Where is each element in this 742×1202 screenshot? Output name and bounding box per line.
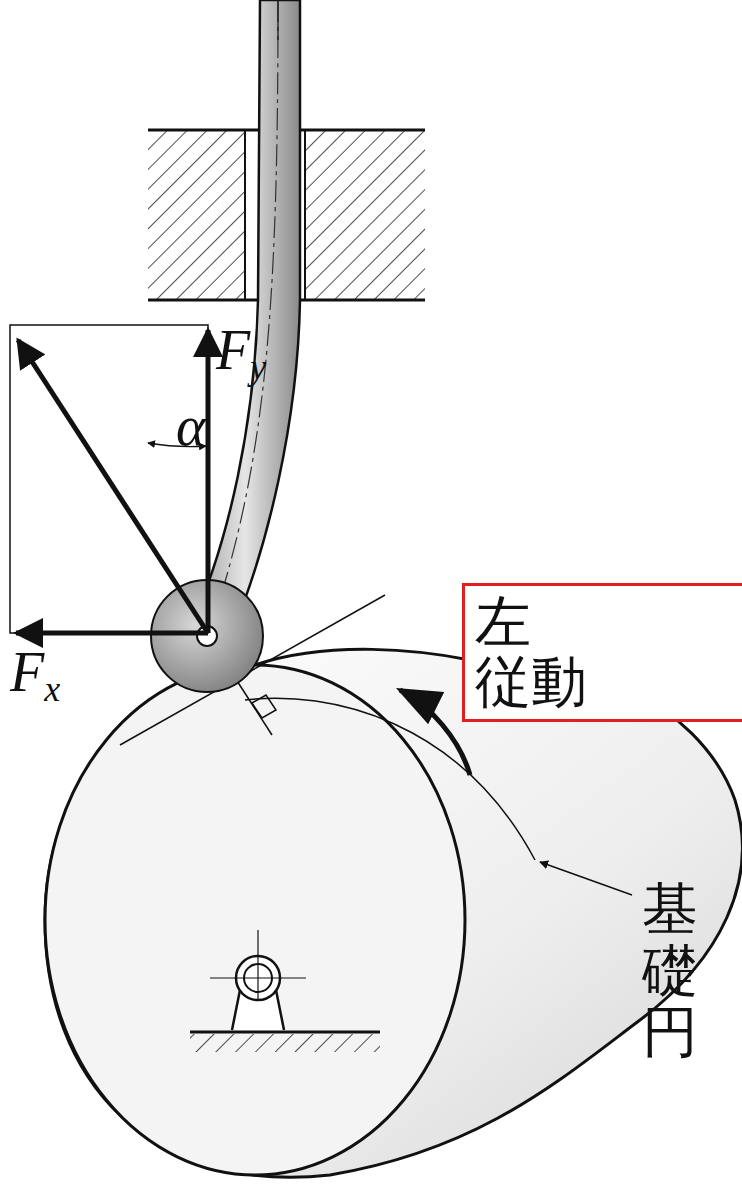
note-text: 左 従動 bbox=[465, 586, 615, 719]
force-label: Fy bbox=[216, 322, 266, 378]
note-box: 左 従動 bbox=[462, 583, 742, 722]
part-name: 基礎円 bbox=[642, 878, 698, 1063]
angle-label: α bbox=[176, 398, 205, 454]
force-label: Fx bbox=[10, 644, 60, 700]
